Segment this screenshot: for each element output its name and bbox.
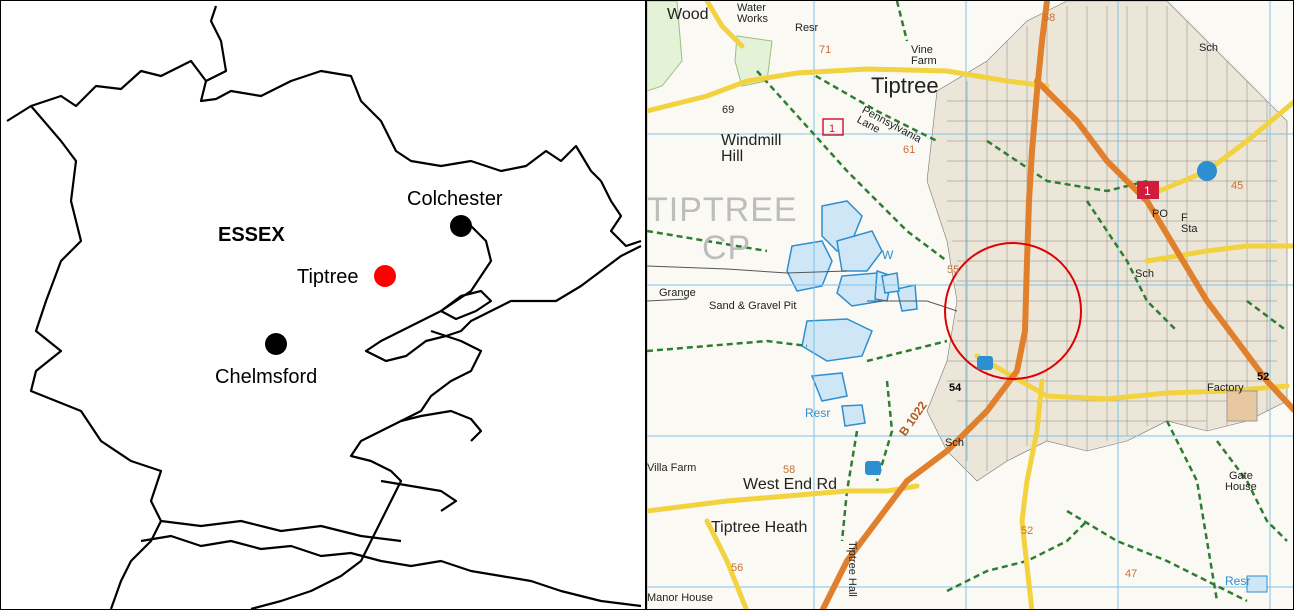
footpaths (647, 1, 1288, 603)
label-tiptree-parish: TIPTREE (647, 191, 798, 229)
essex-outline-map: ESSEX Colchester Tiptree Chelmsford (0, 0, 646, 610)
spot-height-55: 55 (947, 264, 960, 276)
estuary-outline (250, 329, 483, 609)
svg-text:1: 1 (1144, 184, 1151, 198)
spot-height-52-south: 52 (1021, 525, 1034, 537)
label-f-sta: F Sta (1181, 212, 1198, 235)
os-map-svg: 1 1 (647, 1, 1293, 609)
label-west-end-rd: West End Rd (743, 476, 837, 493)
woodland-1 (647, 1, 683, 92)
essex-outline-svg (6, 5, 642, 609)
factory-building (1226, 390, 1258, 422)
label-manor-house: Manor House (647, 592, 714, 604)
label-w: W (882, 248, 894, 262)
county-boundary (6, 5, 602, 182)
label-water-works: Water Works (737, 2, 768, 25)
spot-height-58-top: 58 (1043, 12, 1056, 24)
minor-roads (647, 265, 958, 312)
spot-height-61: 61 (903, 144, 916, 156)
os-detail-map: 1 1 Wood Water Works Resr 71 Vine Farm T… (646, 0, 1294, 610)
label-wood: Wood (667, 6, 709, 23)
spot-height-58-low: 58 (783, 464, 796, 476)
spot-height-52-east: 52 (1257, 371, 1270, 383)
label-sch-low: Sch (945, 437, 964, 449)
town-label-chelmsford: Chelmsford (215, 366, 318, 388)
map-grid (647, 1, 1293, 609)
label-resr-bottom: Resr (1225, 574, 1251, 588)
label-tiptree: Tiptree (871, 73, 939, 98)
thames-river (160, 519, 402, 543)
island-mersea (439, 289, 493, 321)
spot-height-69: 69 (722, 104, 735, 116)
label-resr-top: Resr (795, 22, 819, 34)
label-cp-parish: CP (702, 229, 752, 267)
label-vine-farm: Vine Farm (911, 44, 937, 67)
label-villa-farm: Villa Farm (647, 462, 697, 474)
label-factory: Factory (1207, 382, 1244, 394)
pub-symbol-1 (977, 356, 993, 370)
coastline-east (600, 180, 642, 248)
label-tiptree-hall: Tiptree Hall (846, 541, 858, 597)
label-sch-mid: Sch (1135, 268, 1154, 280)
spot-height-47: 47 (1125, 568, 1138, 580)
county-boundary-west (29, 105, 163, 609)
pub-symbol-2 (865, 461, 881, 475)
label-windmill-hill: Windmill Hill (721, 132, 782, 165)
spot-height-54: 54 (949, 382, 962, 394)
reservoir-bottom (1246, 575, 1268, 593)
thames-coast (140, 534, 642, 608)
label-sand-gravel-pit: Sand & Gravel Pit (709, 300, 797, 312)
town-label-colchester: Colchester (407, 188, 503, 210)
spot-height-45: 45 (1231, 180, 1244, 192)
label-resr-mid: Resr (805, 406, 831, 420)
coastline (364, 225, 642, 363)
svg-text:1: 1 (829, 123, 835, 135)
colchester-marker (450, 215, 472, 237)
location-highlight-circle (944, 242, 1082, 380)
chelmsford-marker (265, 333, 287, 355)
label-sch-top: Sch (1199, 42, 1218, 54)
tourist-info-symbol (1137, 181, 1159, 199)
woodland-2 (734, 35, 773, 87)
label-tiptree-heath: Tiptree Heath (711, 519, 808, 536)
river-inlet-1 (400, 409, 483, 442)
main-road-b1022 (819, 1, 1293, 609)
lakes (786, 200, 918, 427)
town-label-tiptree: Tiptree (297, 266, 359, 288)
water-symbol (1197, 161, 1217, 181)
county-label: ESSEX (218, 224, 285, 246)
river-inlet-2 (380, 479, 458, 512)
milestone-symbol (822, 118, 844, 136)
spot-height-71: 71 (819, 44, 832, 56)
label-gate-house: Gate House (1225, 470, 1257, 493)
b-roads (647, 1, 1293, 609)
spot-height-56: 56 (731, 562, 744, 574)
label-grange: Grange (659, 287, 696, 299)
label-po: PO (1152, 208, 1168, 220)
tiptree-marker (374, 265, 396, 287)
